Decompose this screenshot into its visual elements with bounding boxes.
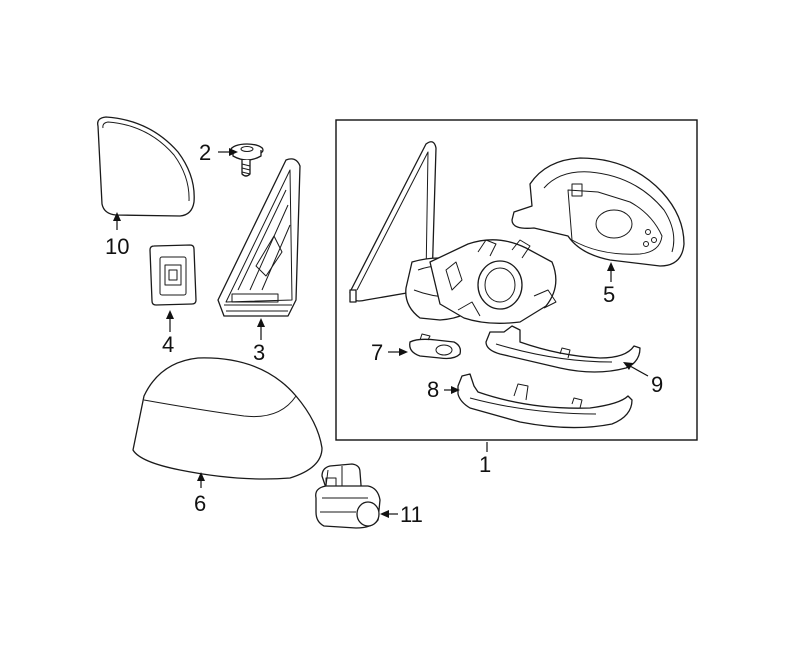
- callout-9: 9: [651, 372, 663, 397]
- callout-1: 1: [479, 452, 491, 477]
- part-2-screw: [230, 143, 264, 177]
- callout-5: 5: [603, 282, 615, 307]
- callout-10: 10: [105, 234, 129, 259]
- part-10-mirror-glass: [97, 116, 195, 217]
- part-9-signal-upper: [485, 325, 641, 373]
- callout-8: 8: [427, 377, 439, 402]
- part-7-clip: [409, 333, 462, 360]
- part-5-housing: [511, 157, 685, 267]
- callout-11: 11: [400, 502, 423, 527]
- part-4-pad: [149, 244, 197, 306]
- part-11-camera: [315, 463, 381, 529]
- callout-2: 2: [199, 140, 211, 165]
- leaders: [113, 148, 649, 518]
- part-6-cover: [132, 357, 323, 480]
- part-8-signal-lower: [457, 373, 633, 429]
- callout-labels: 1 2 3 4 5 6 7 8 9 10 11: [105, 140, 663, 527]
- part-1-mirror-assembly: [349, 141, 557, 324]
- part-3-bracket: [217, 158, 301, 317]
- callout-4: 4: [162, 332, 174, 357]
- callout-6: 6: [194, 491, 206, 516]
- callout-3: 3: [253, 340, 265, 365]
- assembly-box: [335, 119, 698, 441]
- callout-7: 7: [371, 340, 383, 365]
